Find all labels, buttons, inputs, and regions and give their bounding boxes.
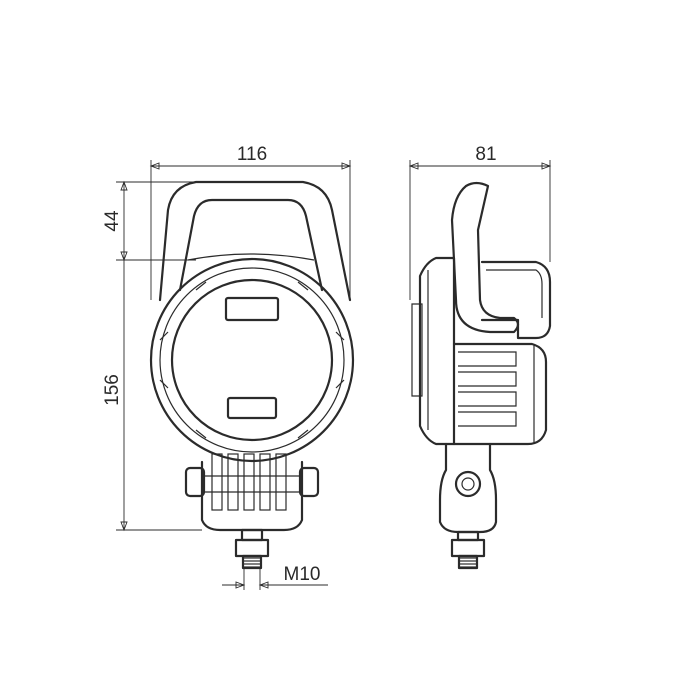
dimension-front-width-label: 116: [237, 144, 267, 165]
dimension-front-width: 116: [149, 144, 352, 300]
side-upper-housing: [480, 260, 552, 340]
front-handle-outer: [158, 180, 352, 302]
dimension-handle-height-label: 44: [102, 210, 123, 232]
dimension-side-depth: 81: [408, 144, 552, 300]
dimension-thread: M10: [222, 564, 328, 590]
dimension-total-height: 156: [102, 260, 202, 532]
front-body-outer: [149, 257, 355, 463]
dimension-side-depth-label: 81: [475, 144, 496, 165]
side-handle: [450, 181, 520, 334]
side-bolt: [450, 530, 486, 570]
front-mount-bracket: [184, 453, 320, 532]
front-view: [149, 180, 355, 570]
front-bolt: [234, 528, 270, 570]
dimension-thread-label: M10: [284, 564, 321, 585]
front-lens-window-top: [224, 296, 280, 322]
front-handle-inner: [178, 198, 324, 292]
side-lower-housing: [452, 342, 548, 446]
side-rear-body: [418, 256, 456, 446]
front-lens: [170, 278, 334, 442]
dimension-handle-height: 44: [102, 180, 196, 262]
side-mount: [438, 442, 498, 534]
dimension-total-height-label: 156: [102, 374, 123, 406]
front-body-ring: [159, 267, 345, 453]
front-lens-window-bottom: [226, 396, 278, 420]
side-view: [411, 181, 552, 570]
